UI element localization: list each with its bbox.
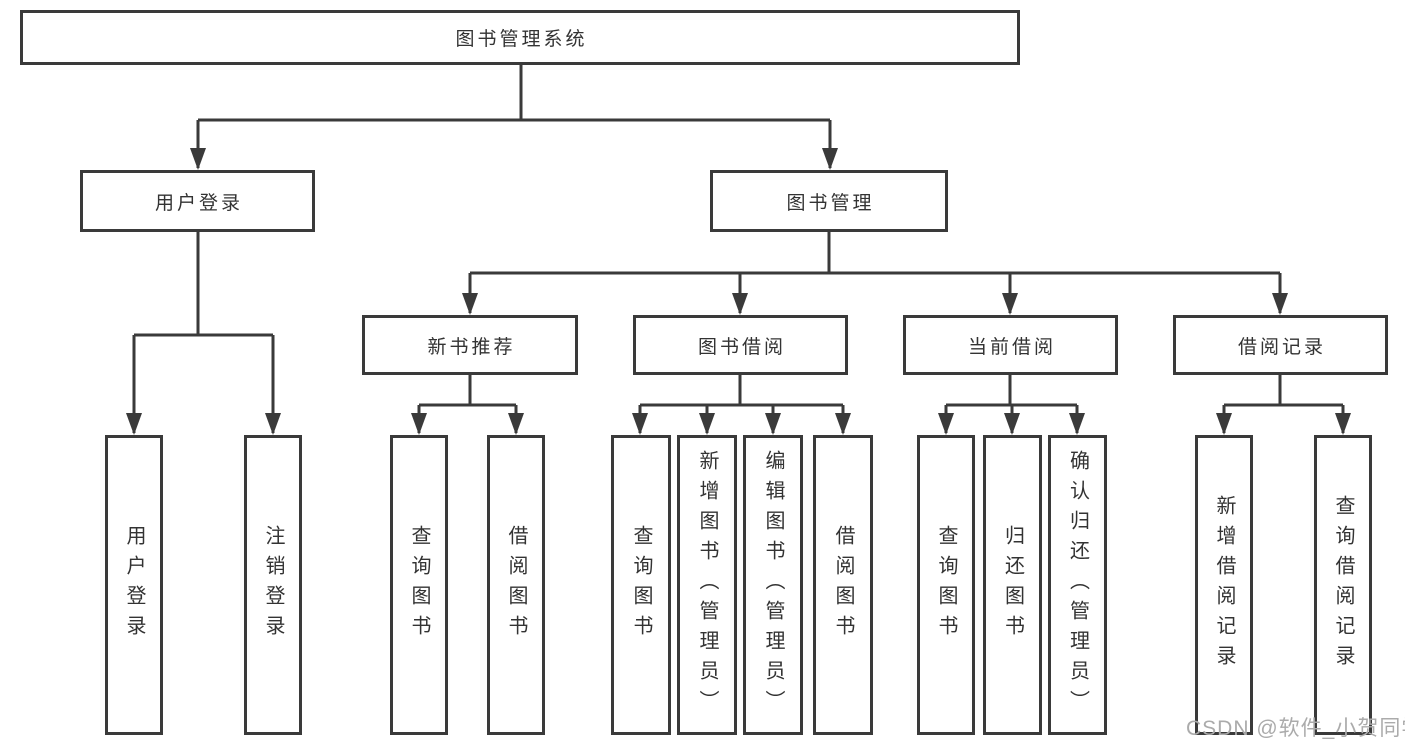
node-label-new-book-recommend: 新书推荐 — [427, 336, 516, 358]
node-query-borrowing-record: 查询借阅记录 — [1314, 435, 1372, 735]
node-label-library-system: 图书管理系统 — [455, 29, 588, 50]
node-label-query-books-borrowing: 查询图书 — [630, 525, 652, 645]
arrowhead-icon — [632, 413, 648, 435]
arrowhead-icon — [938, 413, 954, 435]
node-label-logout: 注销登录 — [262, 525, 284, 645]
node-label-borrowing-records: 借阅记录 — [1237, 336, 1326, 358]
watermark: CSDN @软件_小贺同学 — [1186, 717, 1405, 740]
arrowhead-icon — [126, 413, 142, 435]
node-label-add-borrowing-record: 新增借阅记录 — [1213, 495, 1235, 675]
node-label-user-login: 用户登录 — [123, 525, 145, 645]
arrowhead-icon — [1272, 293, 1288, 315]
arrowhead-icon — [699, 413, 715, 435]
arrowhead-icon — [1004, 413, 1020, 435]
node-label-query-books-current: 查询图书 — [935, 525, 957, 645]
arrowhead-icon — [732, 293, 748, 315]
node-label-user-login-group: 用户登录 — [154, 192, 243, 214]
node-query-books-current: 查询图书 — [917, 435, 975, 735]
node-label-current-borrowing: 当前借阅 — [967, 336, 1056, 358]
arrowhead-icon — [462, 293, 478, 315]
node-user-login-group: 用户登录 — [80, 170, 315, 232]
node-label-confirm-return-admin: 确认归还（管理员） — [1066, 450, 1089, 720]
node-add-books-admin: 新增图书（管理员） — [677, 435, 737, 735]
arrowhead-icon — [1002, 293, 1018, 315]
node-return-books: 归还图书 — [983, 435, 1042, 735]
node-label-borrow-books-borrowing: 借阅图书 — [832, 525, 854, 645]
arrowhead-icon — [411, 413, 427, 435]
node-label-add-books-admin: 新增图书（管理员） — [696, 450, 718, 720]
node-library-system: 图书管理系统 — [20, 10, 1020, 65]
node-confirm-return-admin: 确认归还（管理员） — [1048, 435, 1107, 735]
node-query-books-borrowing: 查询图书 — [611, 435, 671, 735]
node-borrowing-records: 借阅记录 — [1173, 315, 1388, 375]
arrowhead-icon — [1069, 413, 1085, 435]
node-borrow-books-borrowing: 借阅图书 — [813, 435, 873, 735]
node-label-book-management: 图书管理 — [786, 192, 875, 214]
node-query-books-recommend: 查询图书 — [390, 435, 448, 735]
arrowhead-icon — [508, 413, 524, 435]
node-label-query-books-recommend: 查询图书 — [408, 525, 430, 645]
node-logout: 注销登录 — [244, 435, 302, 735]
arrowhead-icon — [1216, 413, 1232, 435]
arrowhead-icon — [190, 148, 206, 170]
node-borrow-books-recommend: 借阅图书 — [487, 435, 545, 735]
node-label-return-books: 归还图书 — [1001, 525, 1024, 645]
node-add-borrowing-record: 新增借阅记录 — [1195, 435, 1253, 735]
node-current-borrowing: 当前借阅 — [903, 315, 1118, 375]
arrowhead-icon — [265, 413, 281, 435]
node-edit-books-admin: 编辑图书（管理员） — [743, 435, 803, 735]
node-book-borrowing: 图书借阅 — [633, 315, 848, 375]
node-label-book-borrowing: 图书借阅 — [697, 336, 786, 358]
arrowhead-icon — [765, 413, 781, 435]
node-label-query-borrowing-record: 查询借阅记录 — [1332, 495, 1354, 675]
arrowhead-icon — [1335, 413, 1351, 435]
node-label-borrow-books-recommend: 借阅图书 — [505, 525, 527, 645]
node-new-book-recommend: 新书推荐 — [362, 315, 578, 375]
arrowhead-icon — [835, 413, 851, 435]
arrowhead-icon — [822, 148, 838, 170]
node-book-management: 图书管理 — [710, 170, 948, 232]
node-user-login: 用户登录 — [105, 435, 163, 735]
node-label-edit-books-admin: 编辑图书（管理员） — [762, 450, 784, 720]
